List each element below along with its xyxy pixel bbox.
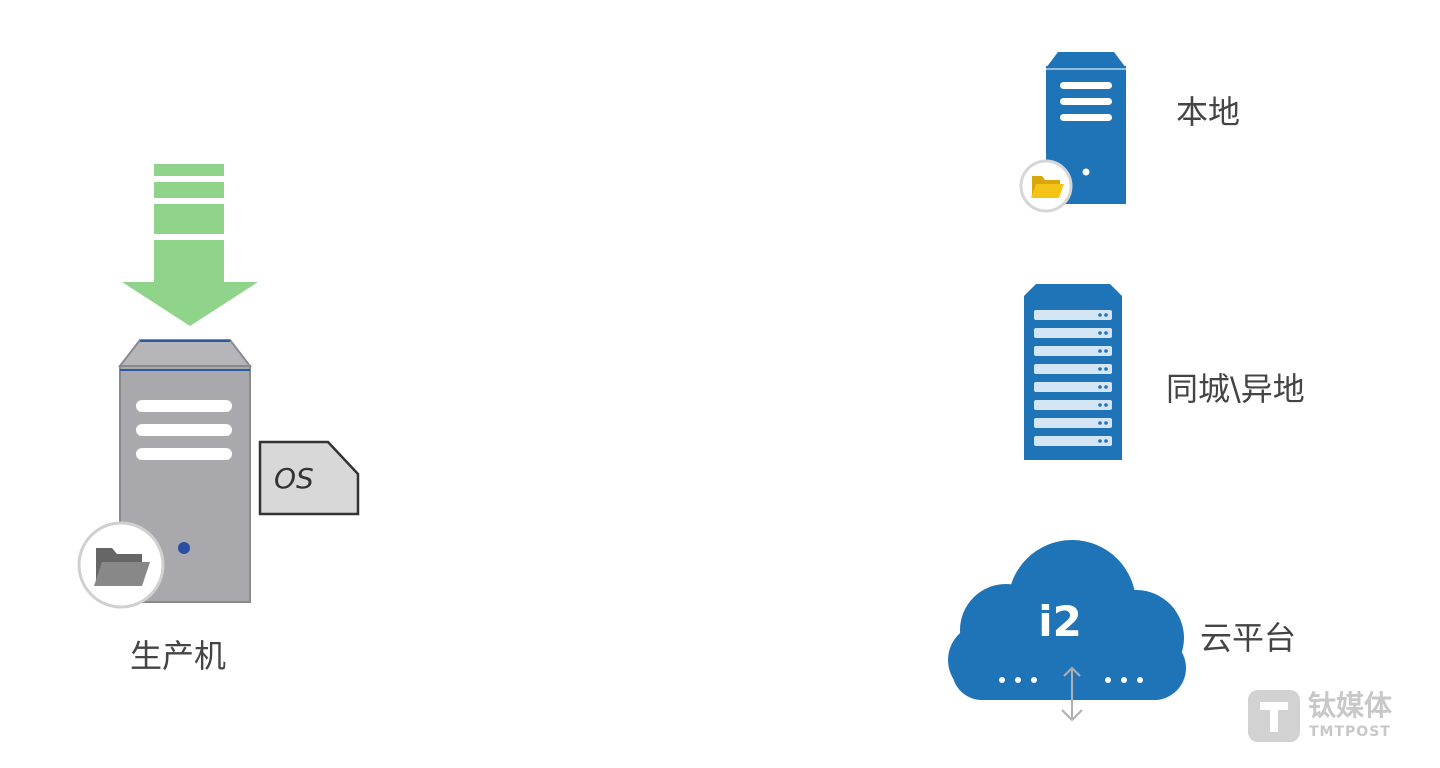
watermark-cn: 钛媒体 <box>1308 689 1393 722</box>
local-server-icon <box>1046 52 1126 204</box>
cloud-label: i2 <box>1038 597 1082 646</box>
cloud-icon: i2 <box>948 540 1186 722</box>
remote-label: 同城\异地 <box>1166 370 1305 408</box>
os-document-icon: OS <box>258 440 360 516</box>
production-label: 生产机 <box>130 637 227 675</box>
cloud-platform-label: 云平台 <box>1200 619 1297 657</box>
local-label: 本地 <box>1176 93 1241 131</box>
tmtpost-logo-icon <box>1248 690 1300 742</box>
folder-icon <box>77 521 165 609</box>
watermark-en: TMTPOST <box>1309 724 1391 740</box>
download-arrow-icon <box>122 164 258 326</box>
local-folder-icon <box>1019 159 1073 213</box>
os-label: OS <box>274 462 314 495</box>
rack-server-icon <box>1024 284 1122 460</box>
